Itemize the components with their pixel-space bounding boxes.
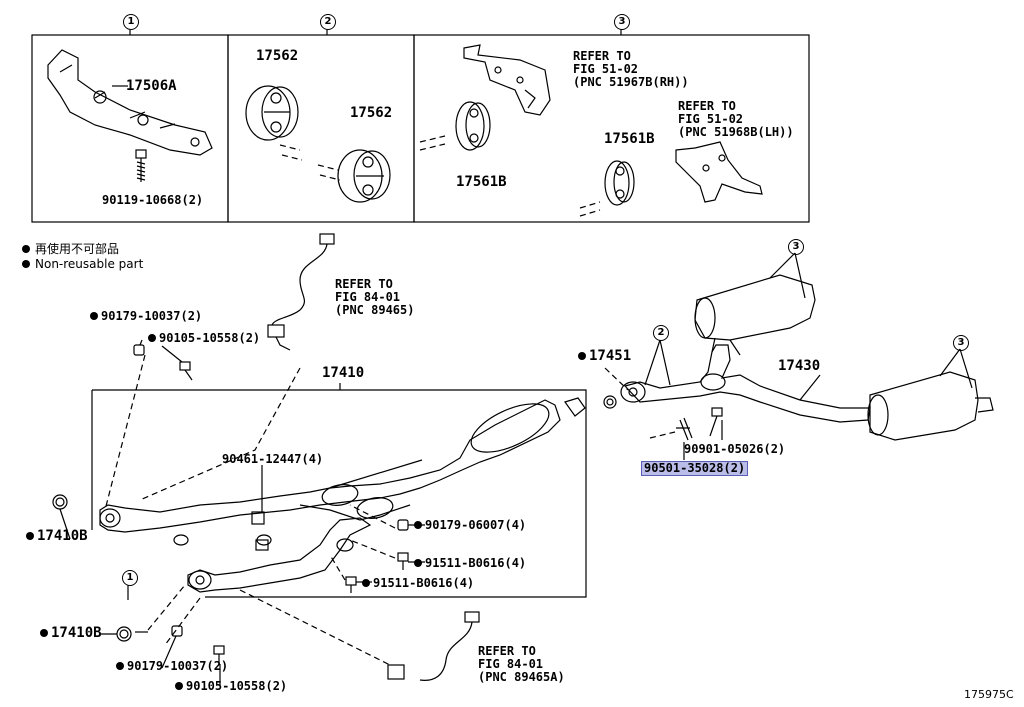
- part-17561B-b[interactable]: 17561B: [604, 131, 655, 147]
- bracket-17506A: [47, 49, 213, 156]
- muffler-lh: [869, 371, 979, 441]
- part-17562-a[interactable]: 17562: [256, 48, 299, 64]
- muffler-rh: [694, 274, 816, 341]
- callout-1: 1: [123, 14, 139, 30]
- callout-2: 2: [320, 14, 336, 30]
- legend-jp: 再使用不可部品: [22, 240, 119, 257]
- front-pipe-lower: [187, 511, 372, 593]
- part-90179-10037-top[interactable]: 90179-10037(2): [90, 310, 202, 323]
- figure-number: 175975C: [964, 688, 1014, 701]
- box-17410: [92, 389, 587, 598]
- part-90901-05026[interactable]: 90901-05026(2): [684, 442, 786, 456]
- refer-fig-84-01-top[interactable]: REFER TO FIG 84-01 (PNC 89465): [335, 277, 415, 317]
- bracket-lh: [675, 141, 763, 203]
- part-90501-35028-highlighted[interactable]: 90501-35028(2): [641, 461, 749, 476]
- part-17561B-a[interactable]: 17561B: [456, 174, 507, 190]
- refer-fig-51-02-rh[interactable]: REFER TO FIG 51-02 (PNC 51967B(RH)): [573, 49, 689, 89]
- detail-box-3: [413, 34, 810, 223]
- callout-2-main: 2: [653, 325, 669, 341]
- part-17451[interactable]: 17451: [578, 349, 631, 363]
- front-pipe-17410: [99, 397, 586, 533]
- part-90105-10558-top[interactable]: 90105-10558(2): [148, 332, 260, 345]
- callout-3-b: 3: [953, 335, 969, 351]
- part-91511-B0616-a[interactable]: 91511-B0616(4): [414, 557, 526, 570]
- part-17430[interactable]: 17430: [778, 358, 821, 374]
- o2-sensor-bottom: [387, 611, 480, 681]
- legend-en: Non-reusable part: [22, 257, 143, 271]
- part-90179-06007[interactable]: 90179-06007(4): [414, 519, 526, 532]
- callout-1-main: 1: [122, 570, 138, 586]
- callout-3-a: 3: [788, 239, 804, 255]
- part-90119-10668[interactable]: 90119-10668(2): [102, 193, 204, 207]
- part-17562-b[interactable]: 17562: [350, 105, 393, 121]
- part-17410B-b[interactable]: 17410B: [40, 626, 102, 640]
- part-90461-12447[interactable]: 90461-12447(4): [222, 452, 324, 466]
- part-90105-10558-bot[interactable]: 90105-10558(2): [175, 680, 287, 693]
- part-17410[interactable]: 17410: [322, 365, 365, 381]
- hanger-17562-a: [245, 85, 299, 141]
- refer-fig-84-01-bottom[interactable]: REFER TO FIG 84-01 (PNC 89465A): [478, 644, 565, 684]
- part-17506A[interactable]: 17506A: [126, 78, 177, 94]
- hanger-17561B-b: [604, 160, 635, 206]
- gasket-17410B-b: [116, 626, 132, 642]
- part-91511-B0616-b[interactable]: 91511-B0616(4): [362, 577, 474, 590]
- hanger-17562-b: [337, 149, 391, 203]
- gasket-17451: [603, 395, 617, 409]
- part-17410B-a[interactable]: 17410B: [26, 529, 88, 543]
- callout-3: 3: [614, 14, 630, 30]
- o2-sensor-top: [267, 233, 335, 351]
- gasket-17410B-a: [52, 494, 68, 510]
- hanger-17561B-a: [455, 101, 491, 151]
- part-90179-10037-bot[interactable]: 90179-10037(2): [116, 660, 228, 673]
- bracket-rh: [463, 44, 551, 116]
- refer-fig-51-02-lh[interactable]: REFER TO FIG 51-02 (PNC 51968B(LH)): [678, 99, 794, 139]
